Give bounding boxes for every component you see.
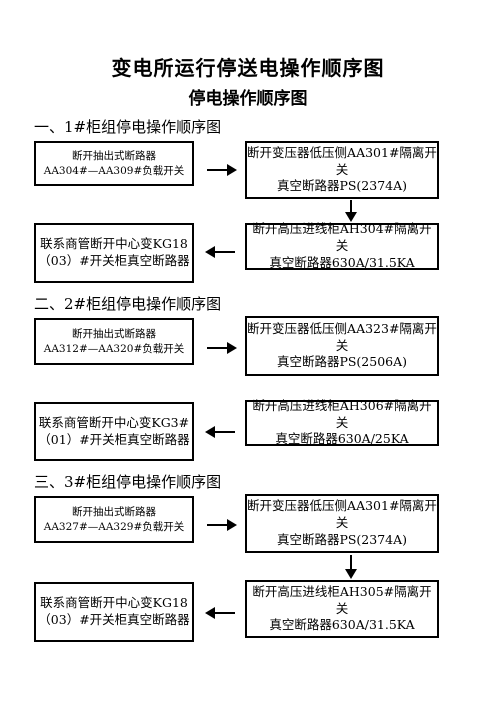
page-title: 变电所运行停送电操作顺序图 (111, 56, 385, 80)
step-text: （01）#开关柜真空断路器 (38, 431, 190, 447)
step-text: 真空断路器PS(2374A) (276, 531, 408, 547)
step-text: AA312#—AA320#负载开关 (43, 342, 185, 355)
arrow-right (207, 164, 237, 176)
step-text: AA304#—AA309#负载开关 (43, 164, 185, 177)
step-text: 真空断路器PS(2506A) (276, 354, 408, 370)
step-box-3: 断开高压进线柜AH306#隔离开关 真空断路器630A/25KA (245, 397, 439, 447)
step-text: 联系商管断开中心变KG3# (38, 414, 190, 430)
step-box-3: 断开高压进线柜AH305#隔离开关 真空断路器630A/31.5KA (245, 580, 439, 638)
step-text: 断开抽出式断路器 (72, 150, 156, 163)
step-text: 关 (335, 161, 349, 177)
step-box-2: 断开变压器低压侧AA301#隔离开 关 真空断路器PS(2374A) (245, 494, 439, 553)
step-box-4: 联系商管断开中心变KG18 （03）#开关柜真空断路器 (34, 582, 194, 642)
arrow-left (205, 426, 235, 438)
step-text: AA327#—AA329#负载开关 (43, 520, 185, 533)
step-box-4: 联系商管断开中心变KG3# （01）#开关柜真空断路器 (34, 402, 194, 461)
step-box-3: 断开高压进线柜AH304#隔离开关 真空断路器630A/31.5KA (245, 221, 439, 270)
step-text: 联系商管断开中心变KG18 (40, 236, 188, 252)
step-box-2: 断开变压器低压侧AA323#隔离开 关 真空断路器PS(2506A) (245, 316, 439, 376)
arrow-down (345, 200, 357, 222)
arrow-down (345, 555, 357, 579)
step-text: 关 (335, 515, 349, 531)
step-text: （03）#开关柜真空断路器 (38, 612, 190, 627)
step-text: 断开变压器低压侧AA301#隔离开 (247, 144, 437, 160)
step-text: 真空断路器630A/31.5KA (269, 617, 415, 633)
step-text: （03）#开关柜真空断路器 (38, 253, 190, 268)
step-box-1: 断开抽出式断路器 AA312#—AA320#负载开关 (34, 318, 194, 365)
step-text: 真空断路器630A/25KA (275, 431, 409, 447)
step-text: 真空断路器630A/31.5KA (269, 254, 415, 270)
step-text: 断开抽出式断路器 (72, 328, 156, 341)
step-box-1: 断开抽出式断路器 AA327#—AA329#负载开关 (34, 496, 194, 543)
step-text: 关 (335, 337, 349, 353)
step-text: 断开抽出式断路器 (72, 506, 156, 519)
section-heading: 三、3#柜组停电操作顺序图 (34, 473, 222, 491)
arrow-left (205, 246, 235, 258)
step-text: 断开高压进线柜AH306#隔离开关 (252, 397, 432, 430)
step-text: 断开高压进线柜AH304#隔离开关 (252, 221, 432, 254)
step-box-4: 联系商管断开中心变KG18 （03）#开关柜真空断路器 (34, 223, 194, 283)
arrow-right (207, 519, 237, 531)
step-text: 真空断路器PS(2374A) (276, 178, 408, 194)
step-box-2: 断开变压器低压侧AA301#隔离开 关 真空断路器PS(2374A) (245, 141, 439, 199)
step-text: 断开变压器低压侧AA323#隔离开 (247, 320, 437, 336)
step-text: 断开高压进线柜AH305#隔离开关 (252, 583, 432, 616)
section-heading: 一、1#柜组停电操作顺序图 (34, 118, 222, 136)
arrow-right (207, 342, 237, 354)
page-subtitle: 停电操作顺序图 (188, 89, 308, 109)
section-heading: 二、2#柜组停电操作顺序图 (34, 295, 222, 313)
arrow-left (205, 607, 235, 619)
step-box-1: 断开抽出式断路器 AA304#—AA309#负载开关 (34, 141, 194, 186)
step-text: 联系商管断开中心变KG18 (40, 595, 188, 611)
step-text: 断开变压器低压侧AA301#隔离开 (247, 498, 437, 514)
